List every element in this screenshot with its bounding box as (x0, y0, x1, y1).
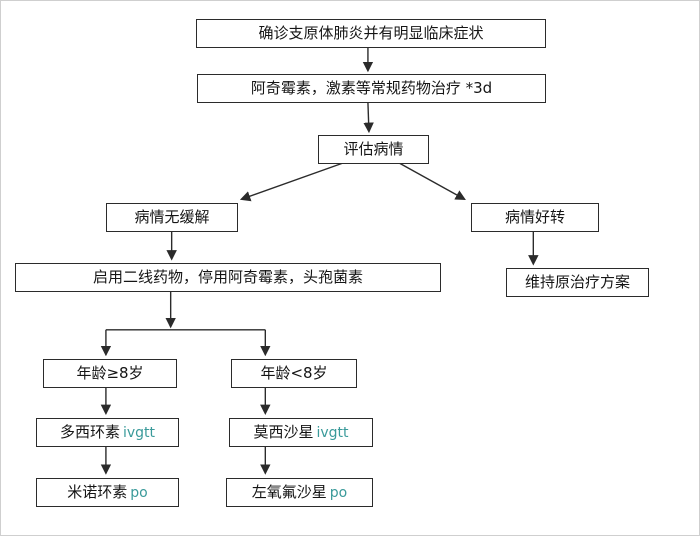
node-maintain: 维持原治疗方案 (506, 268, 649, 297)
node-no-relief-label: 病情无缓解 (134, 208, 210, 226)
node-improved: 病情好转 (471, 203, 599, 232)
node-age-ge8: 年龄≥8岁 (43, 359, 177, 388)
node-second-line-label: 启用二线药物，停用阿奇霉素，头孢菌素 (92, 268, 363, 286)
node-minocycline-label: 米诺环素 (67, 483, 128, 501)
node-levofloxacin-route: po (329, 484, 348, 501)
node-diagnosis-label: 确诊支原体肺炎并有明显临床症状 (258, 24, 484, 42)
node-no-relief: 病情无缓解 (106, 203, 238, 232)
node-improved-label: 病情好转 (504, 208, 565, 226)
node-age-lt8: 年龄<8岁 (231, 359, 357, 388)
node-assess-label: 评估病情 (343, 140, 404, 158)
node-moxifloxacin-label: 莫西沙星 (253, 423, 314, 441)
node-doxycycline-label: 多西环素 (59, 423, 120, 441)
node-initial-treatment: 阿奇霉素，激素等常规药物治疗 *3d (197, 74, 546, 103)
node-diagnosis: 确诊支原体肺炎并有明显临床症状 (196, 19, 546, 48)
node-assess: 评估病情 (318, 135, 429, 164)
node-minocycline-route: po (130, 484, 148, 501)
connector-assess-to-improved (399, 162, 466, 201)
node-initial-treatment-label: 阿奇霉素，激素等常规药物治疗 *3d (250, 79, 493, 97)
connector-assess-to-no-relief (239, 162, 343, 202)
node-doxycycline-route: ivgtt (122, 424, 156, 441)
node-age-lt8-label: 年龄<8岁 (260, 364, 328, 382)
node-second-line: 启用二线药物，停用阿奇霉素，头孢菌素 (15, 263, 441, 292)
node-age-ge8-label: 年龄≥8岁 (76, 364, 144, 382)
connector-initial-to-assess (363, 102, 374, 134)
node-maintain-label: 维持原治疗方案 (524, 273, 630, 291)
node-moxifloxacin-route: ivgtt (316, 424, 349, 441)
node-levofloxacin-label: 左氧氟沙星 (251, 483, 327, 501)
